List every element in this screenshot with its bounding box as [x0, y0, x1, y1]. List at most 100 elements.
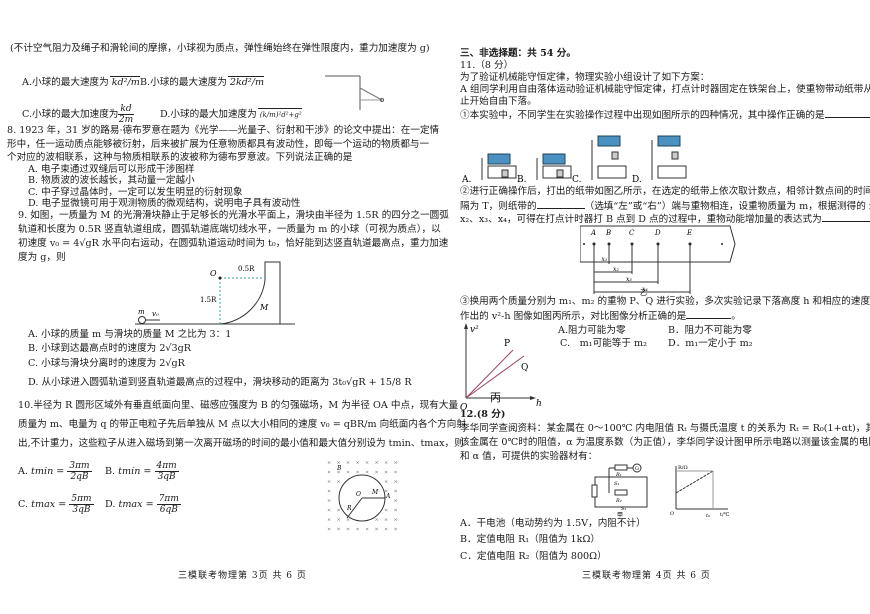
- svg-text:×: ×: [394, 498, 398, 504]
- svg-text:×: ×: [337, 479, 341, 485]
- svg-text:0.5R: 0.5R: [238, 265, 255, 273]
- svg-text:O: O: [460, 403, 468, 413]
- q7-figure: [325, 75, 384, 110]
- q12-option: A．干电池（电动势约为 1.5V，内阻不计）: [460, 518, 646, 529]
- svg-text:A: A: [385, 493, 391, 500]
- answer-blank: [536, 199, 585, 209]
- svg-text:Q: Q: [521, 363, 528, 373]
- q11-line: ①本实验中，不同学生在实验操作过程中出现如图所示的四种情况，其中操作正确的是，: [460, 108, 870, 122]
- svg-text:×: ×: [384, 479, 388, 485]
- svg-text:R₁: R₁: [615, 472, 622, 478]
- answer-blank: [824, 108, 870, 118]
- svg-text:×: ×: [327, 479, 331, 485]
- tape-point-label: E: [686, 229, 692, 237]
- q12-option: C．定值电阻 R₂（阻值为 800Ω）: [460, 551, 607, 562]
- svg-text:×: ×: [384, 460, 388, 466]
- svg-text:O: O: [210, 269, 217, 278]
- q11-apparatus-figures: A. B.C. D.: [461, 135, 687, 184]
- svg-text:R: R: [346, 505, 352, 512]
- svg-text:M: M: [371, 489, 379, 496]
- svg-text:m: m: [138, 308, 145, 316]
- q9-figure: O 0.5R 1.5R M m v₀: [135, 261, 295, 325]
- q11-part2-line: 隔为 T，则纸带的（选填“左”或“右”）端与重物相连，设重物质量为 m，根据测得…: [460, 199, 870, 212]
- resistance-temperature-graph: R/Ω t/℃ O t₀: [670, 465, 730, 518]
- apparatus-label: C.: [572, 175, 582, 184]
- svg-text:×: ×: [384, 527, 388, 533]
- v2-h-graph: v² h O P Q: [460, 323, 542, 413]
- q9-option: C. 小球与滑块分离时的速度为 2√gR: [28, 358, 185, 369]
- q11-line: 为了验证机械能守恒定律，物理实验小组设计了如下方案：: [460, 72, 710, 83]
- svg-text:×: ×: [384, 470, 388, 476]
- svg-text:×: ×: [337, 527, 341, 533]
- q9-option: A. 小球的质量 m 与滑块的质量 M 之比为 3：1: [28, 329, 232, 340]
- q9-line: 度为 g，则: [18, 252, 66, 263]
- svg-text:×: ×: [365, 470, 369, 476]
- svg-text:S₂: S₂: [621, 506, 626, 512]
- svg-text:x₃: x₃: [626, 276, 632, 283]
- svg-text:×: ×: [375, 527, 379, 533]
- tape-point-label: B: [605, 229, 611, 237]
- svg-text:×: ×: [356, 527, 360, 533]
- apparatus-label: A.: [461, 175, 471, 184]
- svg-text:×: ×: [346, 517, 350, 523]
- q8-option: A. 电子束通过双缝后可以形成干涉图样: [28, 164, 195, 175]
- tape-point-label: D: [654, 229, 661, 237]
- q9-line: 9. 如图，一质量为 M 的光滑滑块静止于足够长的光滑水平面上，滑块由半径为 1…: [18, 210, 449, 221]
- q12-heading: 12.(8 分): [460, 409, 506, 420]
- svg-text:乙: 乙: [640, 289, 647, 296]
- svg-text:×: ×: [337, 470, 341, 476]
- svg-text:×: ×: [394, 479, 398, 485]
- svg-text:×: ×: [394, 517, 398, 523]
- q9-option: D. 从小球进入圆弧轨道到竖直轨道最高点的过程中，滑块移动的距离为 3t₀√gR…: [28, 377, 412, 388]
- svg-text:×: ×: [327, 460, 331, 466]
- svg-text:×: ×: [365, 460, 369, 466]
- q10-figure: B O R M A ××××××××××××××××××××××××××××××…: [327, 460, 398, 533]
- svg-text:×: ×: [394, 460, 398, 466]
- svg-text:x₄: x₄: [642, 286, 648, 293]
- apparatus-1: B.: [517, 153, 572, 184]
- q8-option: B. 物质波的波长越长，其动量一定越小: [28, 175, 195, 186]
- graph-caption: 丙: [490, 391, 501, 404]
- svg-text:×: ×: [346, 527, 350, 533]
- svg-text:甲: 甲: [617, 512, 623, 518]
- svg-text:×: ×: [384, 517, 388, 523]
- svg-text:×: ×: [337, 460, 341, 466]
- svg-text:×: ×: [394, 508, 398, 514]
- q12-line: 和 α 值，可提供的实验器材有：: [460, 451, 598, 462]
- q11-part2-line: ②进行正确操作后，打出的纸带如图乙所示，在选定的纸带上依次取计数点，相邻计数点间…: [460, 186, 870, 197]
- svg-text:×: ×: [327, 517, 331, 523]
- q9-line: 轨道和长度为 0.5R 竖直轨道组成，圆弧轨道底端切线水平，一质量为 m 的小球…: [18, 224, 441, 235]
- svg-text:×: ×: [356, 470, 360, 476]
- svg-text:×: ×: [337, 517, 341, 523]
- svg-text:×: ×: [384, 508, 388, 514]
- svg-text:h: h: [536, 399, 542, 409]
- apparatus-label: D.: [632, 175, 642, 184]
- page-footer-right: 三模联考物理第 4页 共 6 页: [582, 571, 711, 581]
- svg-text:×: ×: [375, 470, 379, 476]
- svg-text:×: ×: [356, 460, 360, 466]
- q10-line: 出,不计重力，这些粒子从进入磁场到第一次离开磁场的时间的最小值和最大值分别设为 …: [18, 438, 464, 449]
- svg-text:t/℃: t/℃: [720, 512, 730, 518]
- svg-text:×: ×: [384, 489, 388, 495]
- q11-heading: 11.（8 分）: [460, 60, 514, 71]
- tape-point-label: C: [629, 229, 635, 237]
- q9-option: B. 小球到达最高点时的速度为 2√3gR: [28, 343, 192, 354]
- svg-text:R₂: R₂: [615, 498, 622, 504]
- svg-text:P: P: [504, 339, 510, 349]
- svg-text:×: ×: [394, 527, 398, 533]
- q12-option: B．定值电阻 R₁（阻值为 1kΩ）: [460, 534, 601, 545]
- svg-text:×: ×: [327, 498, 331, 504]
- svg-text:O: O: [670, 511, 674, 517]
- svg-text:×: ×: [327, 470, 331, 476]
- q8-line: 个对应的波相联系，这种与物质相联系的波被称为德布罗意波。下列说法正确的是: [7, 152, 353, 163]
- q11-option: D．m₁一定小于 m₂: [668, 338, 753, 349]
- q10-line: 质量为 m、电量为 q 的带正电粒子先后单独从 M 点以大小相同的速度 v₀ =…: [18, 419, 466, 430]
- apparatus-0: A.: [461, 153, 517, 184]
- q10-line: 10.半径为 R 圆形区域外有垂直纸面向里、磁感应强度为 B 的匀强磁场，M 为…: [18, 400, 459, 411]
- q11-line: 止开始自由下落。: [460, 96, 537, 107]
- q12-line: 该金属在 0℃时的阻值，α 为温度系数（为正值），李华同学设计图甲所示电路以测量…: [460, 437, 870, 448]
